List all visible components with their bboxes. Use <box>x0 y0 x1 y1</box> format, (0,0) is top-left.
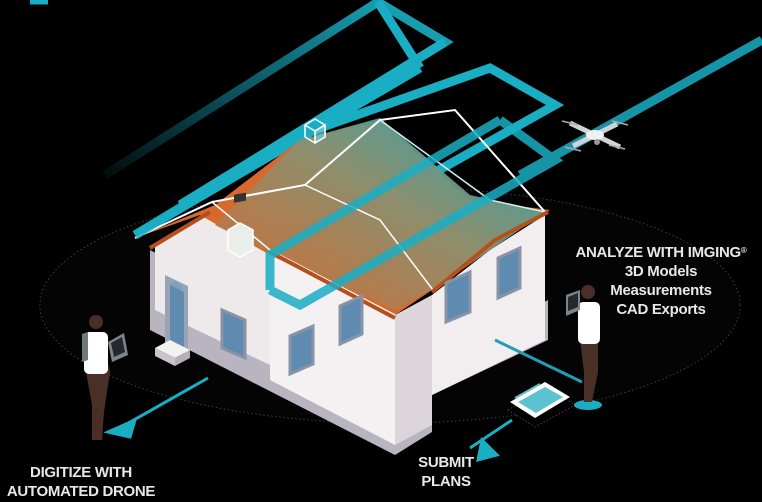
analyze-item-measurements: Measurements <box>610 282 712 299</box>
digitize-line-2: AUTOMATED DRONE <box>6 483 156 500</box>
analyze-item-cad-exports: CAD Exports <box>616 301 706 318</box>
submit-line-2: PLANS <box>421 473 471 490</box>
house <box>134 108 550 455</box>
trademark-symbol: ® <box>740 246 747 255</box>
door <box>165 275 188 355</box>
arrow-icon <box>103 417 138 439</box>
person-analyst <box>566 285 602 410</box>
analyze-item-3d-models: 3D Models <box>624 263 698 280</box>
digitize-label: DIGITIZE WITH AUTOMATED DRONE <box>0 463 162 501</box>
flight-path-front <box>132 36 762 311</box>
document-plan-icon <box>507 382 576 428</box>
workflow-arrows <box>103 338 583 463</box>
steps <box>155 340 190 366</box>
submit-line-1: SUBMIT <box>418 454 474 471</box>
camera-device-icon <box>227 192 254 258</box>
arrow-icon <box>476 436 500 463</box>
analyze-label: ANALYZE WITH IMGING® 3D Models Measureme… <box>560 243 762 319</box>
submit-label: SUBMIT PLANS <box>396 453 496 491</box>
person-operator <box>82 315 128 440</box>
camera-cube-icon <box>304 118 326 145</box>
windows <box>220 245 522 377</box>
drone-icon <box>561 120 629 152</box>
analyze-heading: ANALYZE WITH IMGING <box>575 244 741 261</box>
digitize-line-1: DIGITIZE WITH <box>30 464 132 481</box>
